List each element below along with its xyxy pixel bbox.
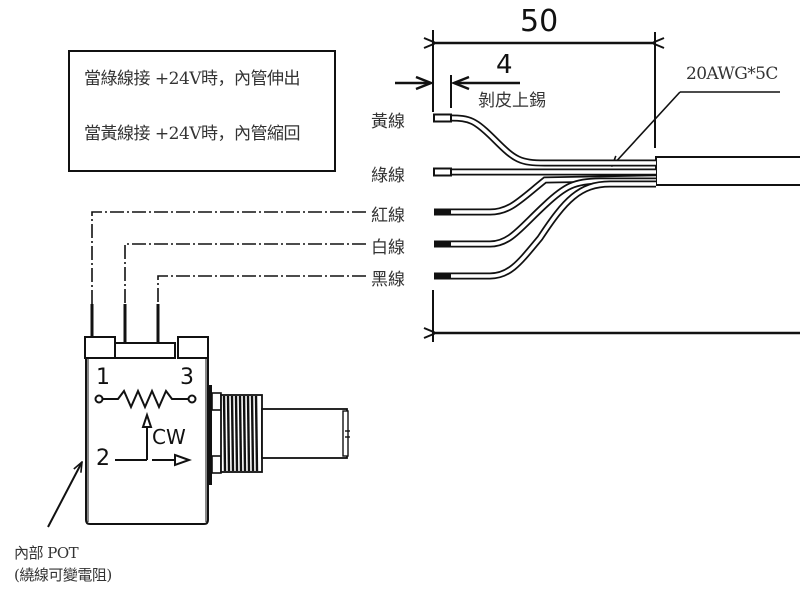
dimension-overall-label: 50 <box>520 4 559 39</box>
pin-2-label: 2 <box>96 446 110 471</box>
dimension-strip-label: 4 <box>496 50 513 80</box>
note-line-green: 當綠線接 +24V時，內管伸出 <box>84 69 301 89</box>
thread-ridge <box>222 395 227 472</box>
pot-caption-line2: (繞線可變電阻) <box>14 566 112 584</box>
wire-label-white: 白線 <box>371 238 405 258</box>
hex-nut-bottom <box>211 455 222 474</box>
thread-ridge <box>242 395 247 472</box>
pin-3-label: 3 <box>180 365 194 390</box>
pot-pins <box>90 304 160 346</box>
shaft <box>261 408 348 459</box>
wire-yellow <box>449 114 656 167</box>
tinned-end-white <box>434 240 451 248</box>
note-line-yellow: 當黃線接 +24V時，內管縮回 <box>84 124 301 144</box>
strip-tin-label: 剝皮上錫 <box>478 91 546 111</box>
note-box: 當綠線接 +24V時，內管伸出 當黃線接 +24V時，內管縮回 <box>68 50 336 172</box>
dimension-50 <box>433 30 655 148</box>
wire-label-black: 黑線 <box>371 270 405 290</box>
thread-ridge <box>246 395 251 472</box>
thread-ridge <box>226 395 231 472</box>
hex-nut-top <box>211 392 222 411</box>
cw-direction-label: CW <box>152 425 186 449</box>
connection-lines <box>91 211 366 305</box>
connection-red <box>91 211 366 305</box>
wire-label-green: 綠線 <box>371 166 405 186</box>
pot-shaft <box>211 392 350 474</box>
thread-ridge <box>234 395 239 472</box>
tinned-end-red <box>434 208 451 216</box>
pot-tab-left <box>84 336 116 359</box>
thread-ridge <box>238 395 243 472</box>
bottom-dimension <box>433 290 800 342</box>
caption-leader <box>47 462 82 528</box>
wire-label-yellow: 黃線 <box>371 112 405 132</box>
cable-spec-label: 20AWG*5C <box>686 64 778 84</box>
pin-1-label: 1 <box>96 365 110 390</box>
tinned-end-yellow <box>433 113 452 123</box>
thread-ridge <box>254 395 259 472</box>
wire-bundle <box>449 114 657 280</box>
dimension-4 <box>395 75 520 108</box>
connection-white <box>124 243 366 305</box>
wire-label-red: 紅線 <box>371 206 405 226</box>
tinned-end-green <box>433 167 452 177</box>
thread-ridge <box>230 395 235 472</box>
resistor-symbol <box>94 388 197 410</box>
cable-spec-leader <box>612 91 780 166</box>
pot-caption-line1: 內部 POT <box>14 544 79 562</box>
thread-ridge <box>250 395 255 472</box>
tinned-end-black <box>434 272 451 280</box>
connection-black <box>157 275 366 305</box>
pot-tab-right <box>177 336 209 359</box>
wiper-symbol <box>115 411 192 467</box>
stripped-ends <box>433 113 452 280</box>
cable-jacket <box>655 156 800 186</box>
